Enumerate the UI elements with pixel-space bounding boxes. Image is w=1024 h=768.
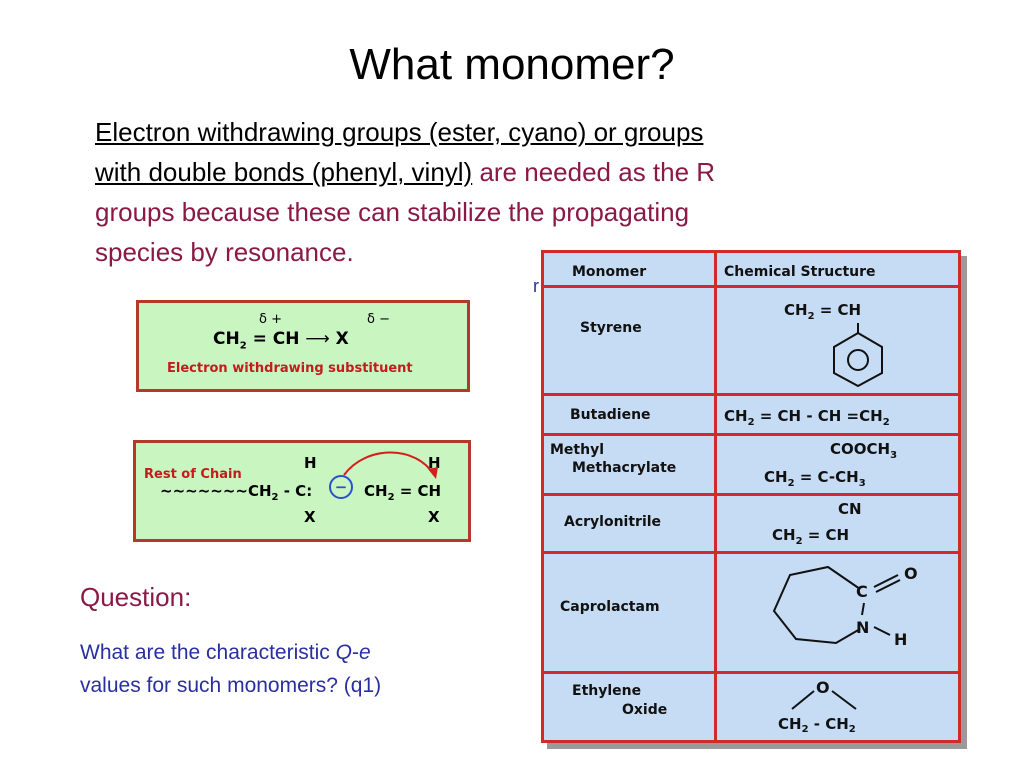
row-methyl-name: Methyl <box>550 442 605 458</box>
underlined-text-1: Electron withdrawing groups (ester, cyan… <box>95 117 704 147</box>
table-row-divider <box>544 493 958 496</box>
table-row-divider <box>544 393 958 396</box>
methacrylate-ester-group: COOCH3 <box>830 440 898 461</box>
butadiene-formula: CH2 = CH - CH =CH2 <box>724 407 890 428</box>
svg-text:O: O <box>816 678 830 697</box>
box1-caption: Electron withdrawing substituent <box>167 361 413 376</box>
curved-arrow-icon <box>343 451 438 479</box>
svg-text:N: N <box>856 618 869 637</box>
caprolactam-structure-icon: C O N H <box>772 564 918 649</box>
question-body: What are the characteristic Q-e values f… <box>80 641 382 697</box>
table-row-divider <box>544 285 958 288</box>
table-row-divider <box>544 551 958 554</box>
styrene-formula: CH2 = CH <box>784 301 862 322</box>
table-column-divider <box>714 253 717 740</box>
table-row-divider <box>544 671 958 674</box>
row-butadiene-name: Butadiene <box>570 407 651 423</box>
monomer-formula: CH2 = CH <box>364 482 442 503</box>
ethylene-oxide-structure-icon: O CH2 - CH2 <box>778 678 857 735</box>
table-row-divider <box>544 433 958 436</box>
chain-formula: ~~~~~~~CH2 - C: <box>160 482 313 503</box>
acrylonitrile-formula: CH2 = CH <box>772 526 850 547</box>
h-top-label: H <box>304 454 317 472</box>
svg-text:CH2 - CH2: CH2 - CH2 <box>778 715 856 735</box>
propagating-chain-box: Rest of Chain H ~~~~~~~CH2 - C: X − CH2 … <box>133 440 471 542</box>
negative-charge-icon: − <box>329 475 353 499</box>
vinyl-formula: CH2 = CH ⟶ X <box>213 329 349 352</box>
x-bottom-label: X <box>304 508 316 526</box>
delta-minus-label: δ − <box>367 312 390 327</box>
row-methacrylate-name: Methacrylate <box>572 460 677 476</box>
header-monomer: Monomer <box>572 264 647 280</box>
paragraph-text-1: are needed as the R <box>472 157 716 187</box>
row-styrene-name: Styrene <box>580 320 642 336</box>
monomer-table: Monomer Chemical Structure Styrene CH2 =… <box>541 250 961 743</box>
cyano-group: CN <box>838 500 862 518</box>
row-acrylonitrile-name: Acrylonitrile <box>564 514 662 530</box>
paragraph-text-2: groups because these can stabilize the p… <box>95 197 690 227</box>
slide-title: What monomer? <box>349 40 675 89</box>
intro-paragraph: Electron withdrawing groups (ester, cyan… <box>95 112 935 272</box>
paragraph-text-3: species by resonance. <box>95 237 354 267</box>
svg-text:C: C <box>856 582 868 601</box>
delta-plus-label: δ + <box>259 312 282 327</box>
svg-text:O: O <box>904 564 918 583</box>
row-ethylene-name: Ethylene <box>572 683 642 699</box>
stray-character: r <box>533 276 539 296</box>
rest-of-chain-label: Rest of Chain <box>144 467 242 482</box>
header-chemical-structure: Chemical Structure <box>724 264 876 280</box>
benzene-ring-icon <box>833 323 883 387</box>
row-oxide-name: Oxide <box>622 702 668 718</box>
svg-text:H: H <box>894 630 907 649</box>
x-bottom-right-label: X <box>428 508 440 526</box>
electron-withdrawing-box: δ + δ − CH2 = CH ⟶ X Electron withdrawin… <box>136 300 470 392</box>
question-title: Question: <box>80 582 192 612</box>
row-caprolactam-name: Caprolactam <box>560 599 660 615</box>
methacrylate-formula: CH2 = C-CH3 <box>764 468 866 489</box>
underlined-text-2: with double bonds (phenyl, vinyl) <box>95 157 473 187</box>
